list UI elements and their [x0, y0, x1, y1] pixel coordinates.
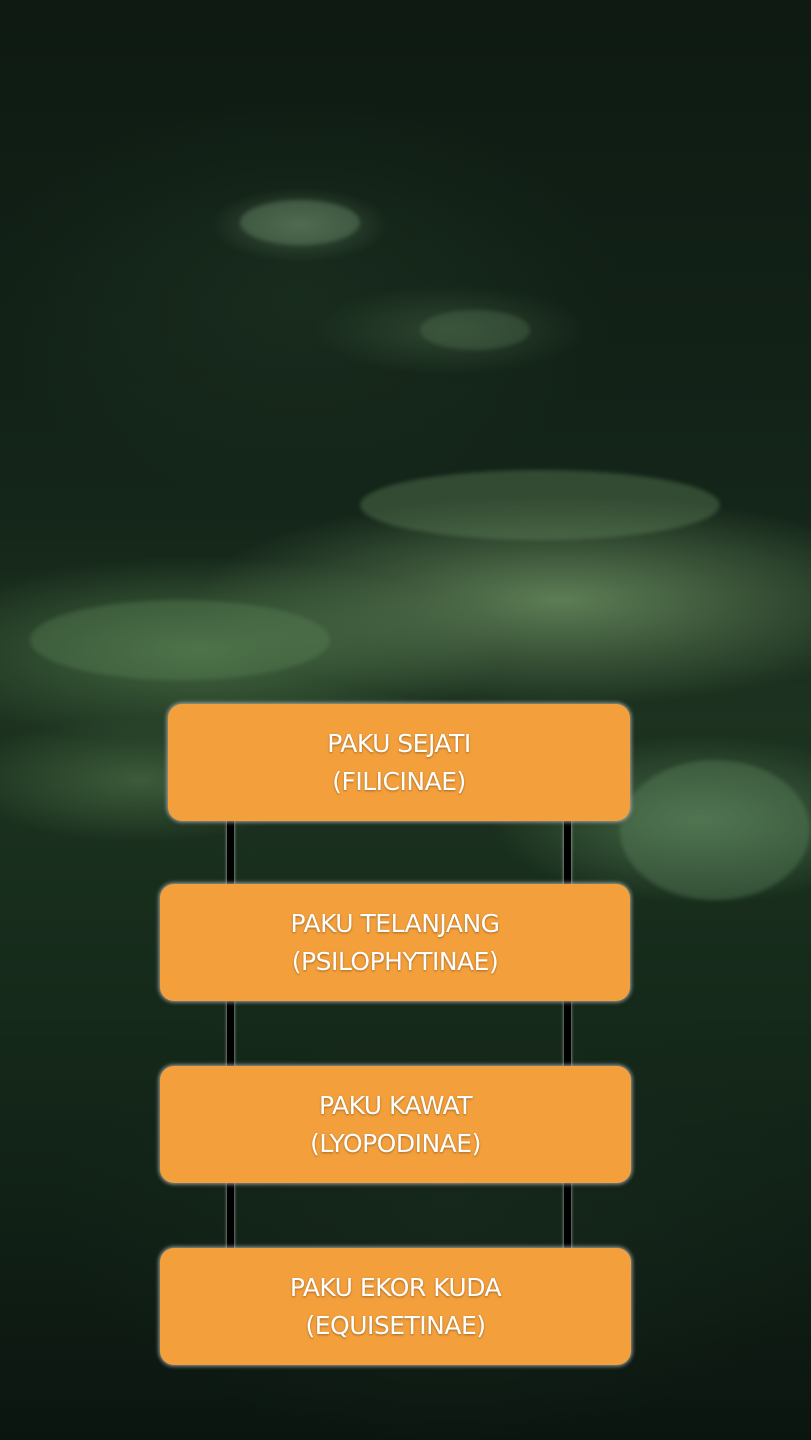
node-paku-telanjang: PAKU TELANJANG (PSILOPHYTINAE)	[160, 884, 630, 1001]
node-title: PAKU SEJATI	[327, 728, 471, 758]
node-subtitle: (FILICINAE)	[332, 766, 466, 796]
node-paku-sejati: PAKU SEJATI (FILICINAE)	[168, 704, 630, 821]
node-subtitle: (EQUISETINAE)	[305, 1310, 486, 1340]
connector-right	[564, 1182, 571, 1250]
node-paku-kawat: PAKU KAWAT (LYOPODINAE)	[160, 1066, 631, 1183]
fern-leaf-highlight	[240, 200, 360, 245]
fern-leaf-highlight	[620, 760, 810, 900]
fern-leaf-highlight	[360, 470, 720, 540]
node-paku-ekor-kuda: PAKU EKOR KUDA (EQUISETINAE)	[160, 1248, 631, 1365]
connector-left	[227, 1182, 234, 1250]
node-title: PAKU KAWAT	[318, 1090, 473, 1120]
fern-leaf-highlight	[30, 600, 330, 680]
node-subtitle: (PSILOPHYTINAE)	[291, 946, 499, 976]
node-title: PAKU TELANJANG	[290, 908, 500, 938]
connector-right	[564, 820, 571, 886]
connector-right	[564, 1001, 571, 1067]
connector-left	[227, 820, 234, 886]
node-title: PAKU EKOR KUDA	[289, 1272, 502, 1302]
node-subtitle: (LYOPODINAE)	[310, 1128, 481, 1158]
fern-leaf-highlight	[420, 310, 530, 350]
connector-left	[227, 1001, 234, 1067]
